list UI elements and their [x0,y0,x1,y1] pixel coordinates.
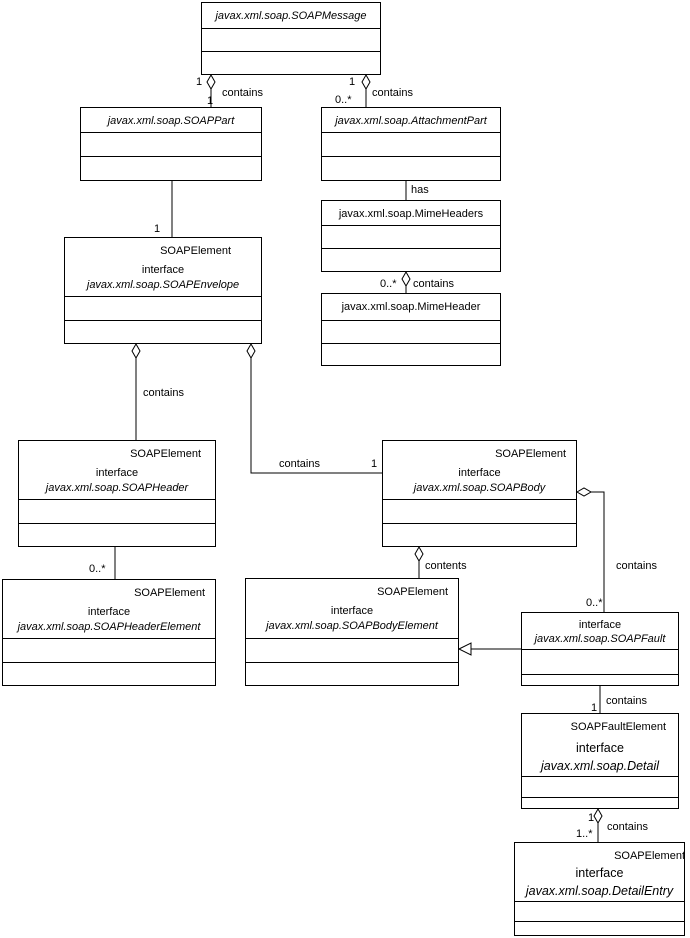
stereotype: SOAPElement [160,245,231,257]
interface-keyword: interface [87,606,131,618]
class-name: javax.xml.soap.SOAPFault [534,633,666,645]
class-attachment-part[interactable]: javax.xml.soap.AttachmentPart [321,107,501,181]
association-label: contains [616,560,657,572]
class-soap-part[interactable]: javax.xml.soap.SOAPPart [80,107,262,181]
generalization-arrow [457,642,472,656]
aggregation-diamond [131,342,141,360]
class-name: javax.xml.soap.SOAPPart [107,115,235,127]
attributes-compartment [202,29,380,52]
association-label: contents [425,560,467,572]
class-name: javax.xml.soap.MimeHeader [341,301,481,313]
attributes-compartment [3,639,215,663]
association-label: contains [372,87,413,99]
attributes-compartment [322,321,500,344]
class-detail-entry[interactable]: SOAPElement interface javax.xml.soap.Det… [514,842,685,936]
class-soap-fault[interactable]: interface javax.xml.soap.SOAPFault [521,612,679,686]
multiplicity: 1 [154,223,161,235]
interface-keyword: interface [578,619,622,631]
class-name: javax.xml.soap.SOAPHeaderElement [17,621,201,633]
multiplicity: 0..* [89,563,106,575]
attributes-compartment [246,639,458,663]
association-line [250,358,382,474]
association-label: has [411,184,429,196]
stereotype: SOAPElement [377,586,448,598]
interface-keyword: interface [575,866,624,880]
multiplicity: 0..* [380,278,397,290]
class-soap-body[interactable]: SOAPElement interface javax.xml.soap.SOA… [382,440,577,547]
class-name: javax.xml.soap.SOAPBodyElement [266,620,438,632]
multiplicity: 1 [591,702,598,714]
association-label: contains [143,387,184,399]
class-soap-header[interactable]: SOAPElement interface javax.xml.soap.SOA… [18,440,216,547]
class-name: javax.xml.soap.SOAPBody [413,482,546,494]
multiplicity: 1 [371,458,378,470]
stereotype: SOAPElement [495,448,566,460]
attributes-compartment [19,500,215,524]
interface-keyword: interface [458,467,501,479]
attributes-compartment [322,133,500,157]
class-mime-headers[interactable]: javax.xml.soap.MimeHeaders [321,200,501,272]
association-label: contains [606,695,647,707]
aggregation-diamond [206,73,216,91]
class-name: javax.xml.soap.Detail [540,759,660,773]
interface-keyword: interface [576,741,624,755]
attributes-compartment [81,133,261,157]
class-name: javax.xml.soap.SOAPMessage [215,10,367,22]
class-name: javax.xml.soap.DetailEntry [525,884,674,898]
association-label: contains [279,458,320,470]
attributes-compartment [65,297,261,321]
interface-keyword: interface [141,264,185,276]
class-name: javax.xml.soap.SOAPEnvelope [86,279,240,291]
interface-keyword: interface [330,605,374,617]
multiplicity: 1 [196,76,203,88]
aggregation-diamond [401,270,411,288]
association-label: contains [607,821,648,833]
class-name: javax.xml.soap.MimeHeaders [338,208,484,220]
class-name: javax.xml.soap.SOAPHeader [45,482,189,494]
class-detail[interactable]: SOAPFaultElement interface javax.xml.soa… [521,713,679,809]
interface-keyword: interface [95,467,139,479]
stereotype: SOAPElement [614,850,685,862]
association-label: contains [413,278,454,290]
aggregation-diamond [361,73,371,91]
class-soap-envelope[interactable]: SOAPElement interface javax.xml.soap.SOA… [64,237,262,344]
stereotype: SOAPElement [130,448,201,460]
attributes-compartment [522,777,678,798]
class-soap-body-element[interactable]: SOAPElement interface javax.xml.soap.SOA… [245,578,459,686]
aggregation-diamond [575,487,593,497]
association-line [591,491,605,612]
stereotype: SOAPElement [134,587,205,599]
attributes-compartment [515,902,684,922]
attributes-compartment [522,650,678,675]
multiplicity: 1 [588,812,595,824]
multiplicity: 1 [349,76,356,88]
class-soap-header-element[interactable]: SOAPElement interface javax.xml.soap.SOA… [2,579,216,686]
class-soap-message[interactable]: javax.xml.soap.SOAPMessage [201,2,381,75]
stereotype: SOAPFaultElement [570,721,666,733]
class-name: javax.xml.soap.AttachmentPart [335,115,487,127]
aggregation-diamond [414,545,424,563]
attributes-compartment [383,500,576,524]
aggregation-diamond [246,342,256,360]
aggregation-diamond [593,807,603,825]
multiplicity: 0..* [335,94,352,106]
multiplicity: 1..* [576,828,593,840]
association-label: contains [222,87,263,99]
class-mime-header[interactable]: javax.xml.soap.MimeHeader [321,293,501,366]
attributes-compartment [322,226,500,249]
multiplicity: 0..* [586,597,603,609]
multiplicity: 1 [207,95,214,107]
